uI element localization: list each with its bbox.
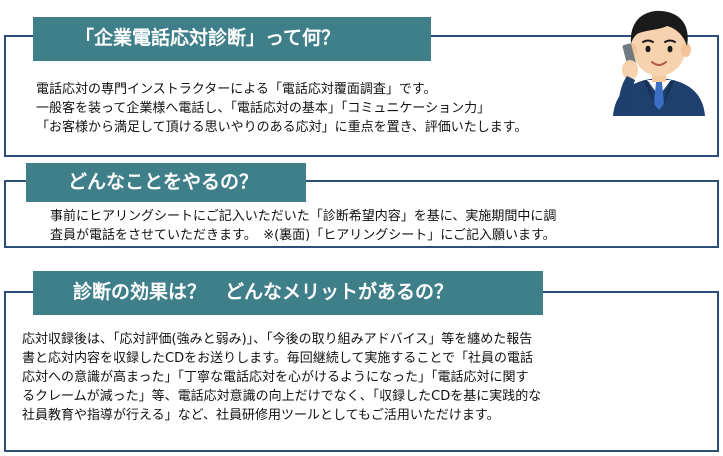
- body-line: 一般客を装って企業様へ電話し、「電話応対の基本」「コミュニケーション力」: [36, 101, 491, 116]
- body-line: 事前にヒアリングシートにご記入いただいた「診断希望内容」を基に、実施期間中に調: [50, 209, 557, 224]
- section-merit-body: 応対収録後は、「応対評価(強みと弱み)」、「今後の取り組みアドバイス」等を纏めた…: [22, 330, 541, 425]
- body-line: るクレームが減った」等、電話応対意識の向上だけでなく、「収録したCDを基に実践的…: [22, 389, 542, 404]
- section-merit-box: [4, 291, 719, 452]
- body-line: 査員が電話をさせていただきます。 ※(裏面)「ヒアリングシート」にご記入願います…: [50, 228, 556, 243]
- body-line: 書と応対内容を収録したCDをお送りします。毎回継続して実施することで「社員の電話: [22, 351, 534, 366]
- businessman-on-phone-icon: [613, 10, 705, 116]
- body-line: 「お客様から満足して頂ける思いやりのある応対」に重点を置き、評価いたします。: [36, 120, 528, 135]
- body-line: 社員教育や指導が行える」など、社員研修用ツールとしてもご活用いただけます。: [22, 408, 500, 423]
- section-how-heading: どんなことをやるの？: [26, 163, 306, 202]
- body-line: 電話応対の専門インストラクターによる「電話応対覆面調査」です。: [36, 82, 437, 97]
- section-what-heading: 「企業電話応対診断」って何？: [33, 17, 431, 61]
- section-merit-heading: 診断の効果は？ どんなメリットがあるの？: [33, 271, 543, 315]
- body-line: 応対収録後は、「応対評価(強みと弱み)」、「今後の取り組みアドバイス」等を纏めた…: [22, 332, 533, 347]
- section-how-body: 事前にヒアリングシートにご記入いただいた「診断希望内容」を基に、実施期間中に調 …: [50, 207, 556, 245]
- body-line: 応対への意識が高まった」「丁寧な電話応対を心がけるようになった」「電話応対に関す: [22, 370, 529, 385]
- section-what-body: 電話応対の専門インストラクターによる「電話応対覆面調査」です。 一般客を装って企…: [36, 80, 527, 137]
